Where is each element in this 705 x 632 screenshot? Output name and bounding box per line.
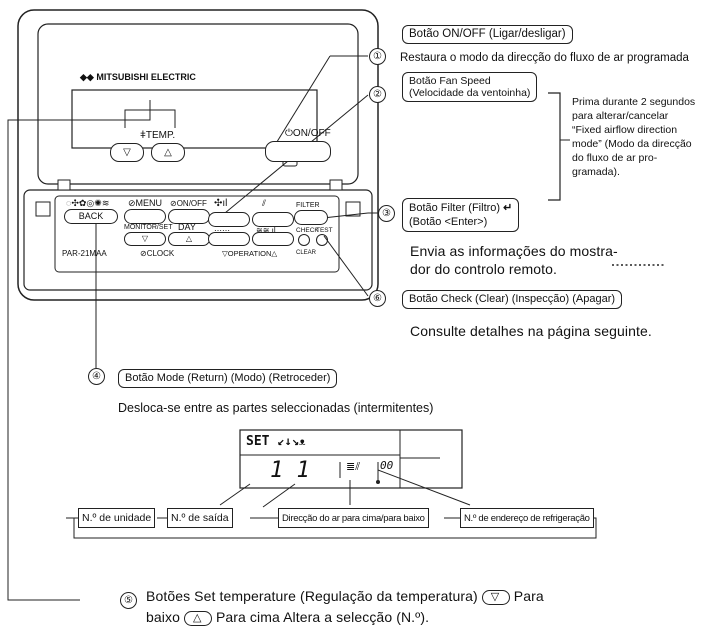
filter-label: FILTER xyxy=(296,202,320,209)
temp-down-button[interactable]: ▽ xyxy=(110,143,144,162)
temp-up-button[interactable]: △ xyxy=(151,143,185,162)
flow-air-direction: Direcção do ar para cima/para baixo xyxy=(278,508,429,528)
callout-3-number: ③ xyxy=(378,205,395,222)
check-button[interactable] xyxy=(298,234,310,246)
clock-label: ⊘CLOCK xyxy=(140,249,175,258)
enter-arrow-icon: ↵ xyxy=(503,202,513,214)
callout-2-title: Botão Fan Speed (Velocidade da ventoinha… xyxy=(402,72,538,102)
back-label: BACK xyxy=(78,211,104,221)
note-line: Prima durante 2 segundos xyxy=(572,96,696,108)
mitsubishi-logo-icon: ◆◆ xyxy=(80,72,97,82)
onoff-small-label: ⊘ON/OFF xyxy=(170,199,207,208)
note-line: mode” (Modo da direcção xyxy=(572,138,692,150)
callout-2-title-line2: (Velocidade da ventoinha) xyxy=(409,87,531,99)
callout-5-text-d: Para cima Altera a selecção (N.º). xyxy=(215,609,430,625)
callout-6-title: Botão Check (Clear) (Inspecção) (Apagar) xyxy=(402,290,623,309)
filter-button[interactable] xyxy=(294,210,328,225)
lcd-unit-digits: 1 1 xyxy=(270,458,310,483)
clear-label: CLEAR xyxy=(296,250,317,256)
ventilation-icon: ≋≋.ıl xyxy=(256,226,276,235)
callout-2-note: Prima durante 2 segundos para alterar/ca… xyxy=(572,95,695,179)
thermometer-icon: ǂ xyxy=(140,130,146,141)
lcd-address-digits: 00 xyxy=(380,459,394,472)
mode-icons: ◌✣✿◎✺≋ xyxy=(66,198,110,208)
operation-label: ▽OPERATION△ xyxy=(222,249,278,258)
note-line: do fluxo de ar pro- xyxy=(572,152,658,164)
clock-text: CLOCK xyxy=(146,249,175,258)
onoff-label: ⏻ON/OFF xyxy=(285,128,331,139)
callout-1-number: ① xyxy=(369,48,386,65)
fan-speed-icon: ✣ıl xyxy=(214,198,228,209)
operation-text: OPERATION xyxy=(227,249,272,258)
louver-button[interactable] xyxy=(252,212,294,227)
flow-unit-number: N.º de unidade xyxy=(78,508,156,528)
callout-3-desc-2: dor do controlo remoto. xyxy=(410,261,558,277)
callout-1-desc: Restaura o modo da direcção do fluxo de … xyxy=(400,52,689,64)
callout-5-line-2: baixo △ Para cima Altera a selecção (N.º… xyxy=(146,608,429,626)
flow-refrigerant-text: N.º de endereço de refrigeração xyxy=(464,513,590,524)
callout-3-title: Botão Filter (Filtro) ↵ (Botão <Enter>) xyxy=(402,198,520,232)
callout-1-title: Botão ON/OFF (Ligar/desligar) xyxy=(402,25,573,44)
callout-6-number: ⑥ xyxy=(369,290,386,307)
menu-label: ⊘MENU xyxy=(128,198,163,208)
down-button-icon: ▽ xyxy=(481,589,510,605)
callout-5-number: ⑤ xyxy=(120,592,137,609)
lcd-set-label: SET ↙↓↘ᴥ xyxy=(246,434,306,449)
menu-button[interactable] xyxy=(124,209,166,224)
monitor-label: MONITOR/SET xyxy=(124,224,173,231)
callout-5-text-b: Para xyxy=(513,588,544,604)
callout-3-title-line2: (Botão <Enter>) xyxy=(409,216,488,228)
model-label: PAR-21MAA xyxy=(62,249,107,258)
day-label: DAY xyxy=(178,222,196,232)
note-line: gramada). xyxy=(572,166,620,178)
note-line: para alterar/cancelar xyxy=(572,110,669,122)
callout-4-number: ④ xyxy=(88,368,105,385)
brand-name: MITSUBISHI ELECTRIC xyxy=(96,72,196,82)
callout-5-text-c: baixo xyxy=(146,609,180,625)
callout-5-text-a: Botões Set temperature (Regulação da tem… xyxy=(146,588,478,604)
up-button-icon: △ xyxy=(183,610,212,626)
lcd-vane-icon: ≣⫽ xyxy=(346,461,361,473)
temp-label: ǂTEMP. xyxy=(140,130,175,141)
test-label: TEST xyxy=(316,227,333,234)
back-button[interactable]: BACK xyxy=(64,209,118,224)
vane-icon: ⋯⋯ xyxy=(214,226,230,235)
onoff-small-text: ON/OFF xyxy=(176,199,207,208)
temp-text: TEMP. xyxy=(145,130,176,141)
menu-text: MENU xyxy=(135,198,163,208)
callout-5-line-1: Botões Set temperature (Regulação da tem… xyxy=(146,587,544,605)
test-button[interactable] xyxy=(316,234,328,246)
callout-4-title: Botão Mode (Return) (Modo) (Retroceder) xyxy=(118,369,338,388)
callout-6-desc: Consulte detalhes na página seguinte. xyxy=(410,323,652,339)
power-icon: ⏻ xyxy=(285,128,293,139)
person-icon: ᴥ xyxy=(299,434,306,448)
menu-down-button[interactable]: ▽ xyxy=(124,232,166,246)
flow-outlet-number: N.º de saída xyxy=(167,508,233,528)
note-line: “Fixed airflow direction xyxy=(572,124,678,136)
day-up-button[interactable]: △ xyxy=(168,232,210,246)
onoff-text: ON/OFF xyxy=(292,128,331,139)
louver-icon: ⫽ xyxy=(262,198,267,208)
ventilation-button[interactable] xyxy=(252,232,294,246)
callout-4-desc: Desloca-se entre as partes seleccionadas… xyxy=(118,401,434,415)
brand-logo: ◆◆ MITSUBISHI ELECTRIC xyxy=(80,72,196,83)
callout-2-title-line1: Botão Fan Speed xyxy=(409,75,491,87)
callout-3-desc-1: Envia as informações do mostra- xyxy=(410,243,618,259)
airflow-direction-icons: ↙↓↘ xyxy=(277,434,299,448)
callout-3-title-line1: Botão Filter (Filtro) xyxy=(409,202,501,214)
callout-2-number: ② xyxy=(369,86,386,103)
flow-refrigerant-address: N.º de endereço de refrigeração xyxy=(460,508,594,528)
onoff-button[interactable] xyxy=(265,141,331,162)
flow-air-direction-text: Direcção do ar para cima/para baixo xyxy=(282,513,425,524)
fan-speed-button[interactable] xyxy=(208,212,250,227)
lcd-set-text: SET xyxy=(246,434,270,449)
check-label: CHECK xyxy=(296,227,319,234)
vane-button[interactable] xyxy=(208,232,250,246)
